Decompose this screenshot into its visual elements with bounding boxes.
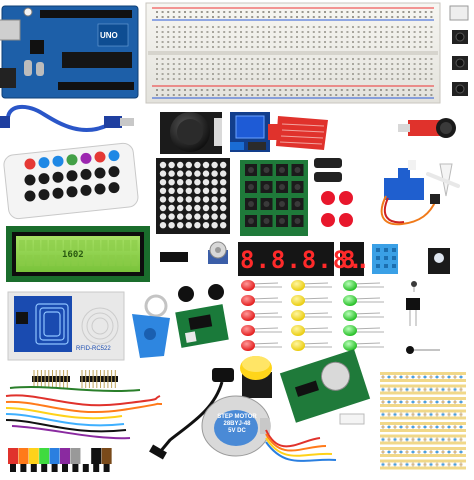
buzzers [178, 284, 224, 302]
capacitors [314, 158, 353, 227]
relay-module [230, 112, 270, 152]
header-pins [32, 376, 118, 382]
rfid-module: RFID-RC522 [7, 291, 125, 361]
battery-clip [149, 368, 234, 460]
potentiometer [208, 241, 228, 264]
ic-chip [160, 252, 188, 262]
led-set [241, 280, 384, 351]
rtc-module [279, 349, 371, 423]
seven-seg-4digit-display: 8.8.8.8. [240, 246, 364, 274]
breadboard-holes [156, 11, 433, 96]
push-buttons [449, 5, 469, 96]
water-sensor [268, 116, 328, 150]
stepper-label-line1: STEP MOTOR [217, 414, 257, 420]
joystick-module [160, 112, 222, 154]
usb-cable [0, 104, 134, 132]
breadboard [145, 2, 441, 104]
seven-seg-4digit [238, 242, 334, 276]
dht11-sensor [372, 244, 398, 274]
stepper-motor [201, 395, 337, 462]
dupont-ribbon [8, 448, 112, 472]
lcd-label: 1602 [62, 250, 84, 260]
led-matrix [156, 158, 230, 234]
ir-receiver [406, 298, 420, 326]
ir-remote [3, 142, 139, 220]
servo-horns [426, 163, 460, 197]
tactile-button-yellow [240, 356, 272, 398]
connector-white [339, 413, 365, 425]
jumper-wires [5, 386, 163, 440]
servo-motor [380, 160, 440, 226]
keypad-4x4 [240, 160, 308, 236]
stepper-label: STEP MOTOR 28BYJ-48 5V DC [215, 414, 259, 435]
seven-seg-1digit-display: 8. [341, 246, 370, 274]
arduino-board: UNO [0, 5, 139, 99]
resistor-strips [380, 372, 466, 470]
rfid-label: RFID-RC522 [76, 346, 111, 352]
board-label: UNO [100, 31, 118, 40]
flame-sensor-module [428, 248, 450, 274]
lcd-1602 [6, 226, 150, 282]
stepper-label-line3: 5V DC [228, 428, 246, 434]
photoresistors [406, 281, 440, 354]
stepper-label-line2: 28BYJ-48 [223, 421, 251, 427]
motor-driver-board [175, 304, 229, 348]
seven-seg-1digit [340, 242, 364, 276]
sound-sensor [398, 118, 456, 138]
rfid-keyfob [132, 294, 170, 358]
